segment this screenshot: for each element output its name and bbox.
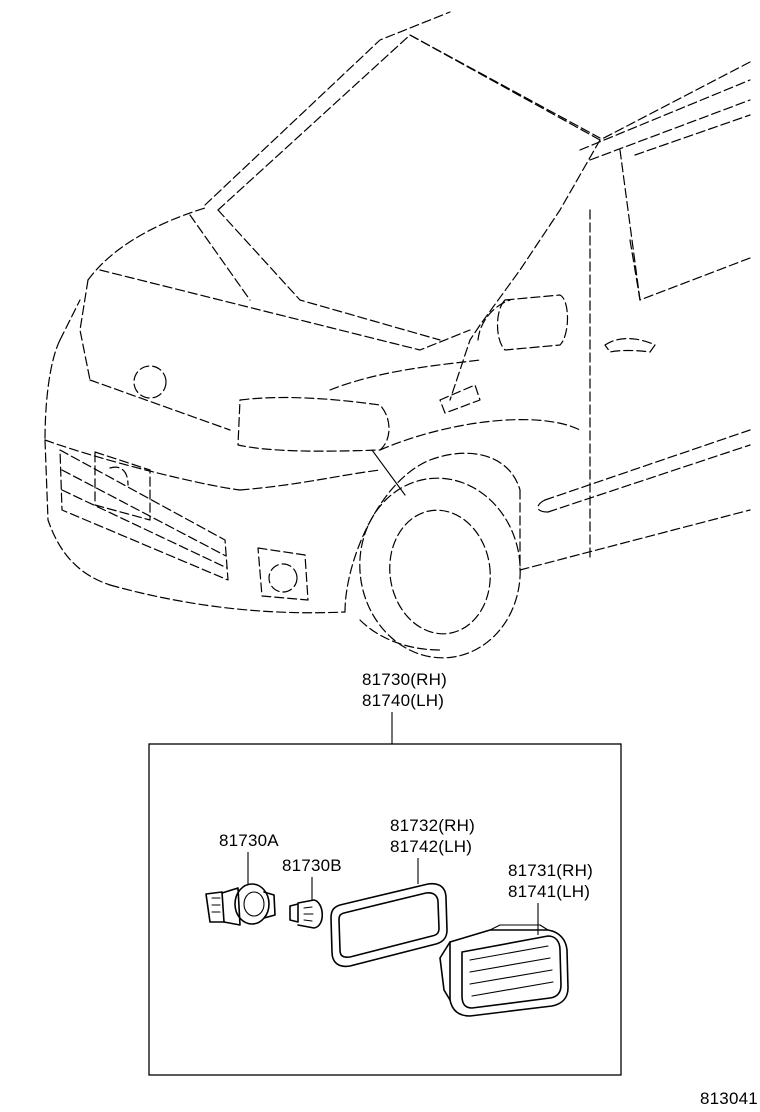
- side-marker-lens-icon: [439, 924, 569, 1017]
- label-socket: 81730A: [219, 831, 279, 850]
- wedge-bulb-icon: [289, 899, 324, 929]
- diagram-code: 813041: [700, 1089, 758, 1108]
- label-gasket-lh: 81742(LH): [390, 837, 472, 856]
- vehicle-front-outline-icon: [44, 11, 751, 659]
- label-gasket-rh: 81732(RH): [390, 816, 475, 835]
- bulb-socket-icon: [205, 883, 276, 926]
- label-bulb: 81730B: [282, 856, 342, 875]
- label-lens-lh: 81741(LH): [508, 882, 590, 901]
- label-lens-rh: 81731(RH): [508, 861, 593, 880]
- parts-box: [148, 743, 622, 1076]
- gasket-ring-icon: [330, 882, 448, 968]
- label-assembly-rh: 81730(RH): [362, 670, 447, 689]
- label-assembly-lh: 81740(LH): [362, 691, 444, 710]
